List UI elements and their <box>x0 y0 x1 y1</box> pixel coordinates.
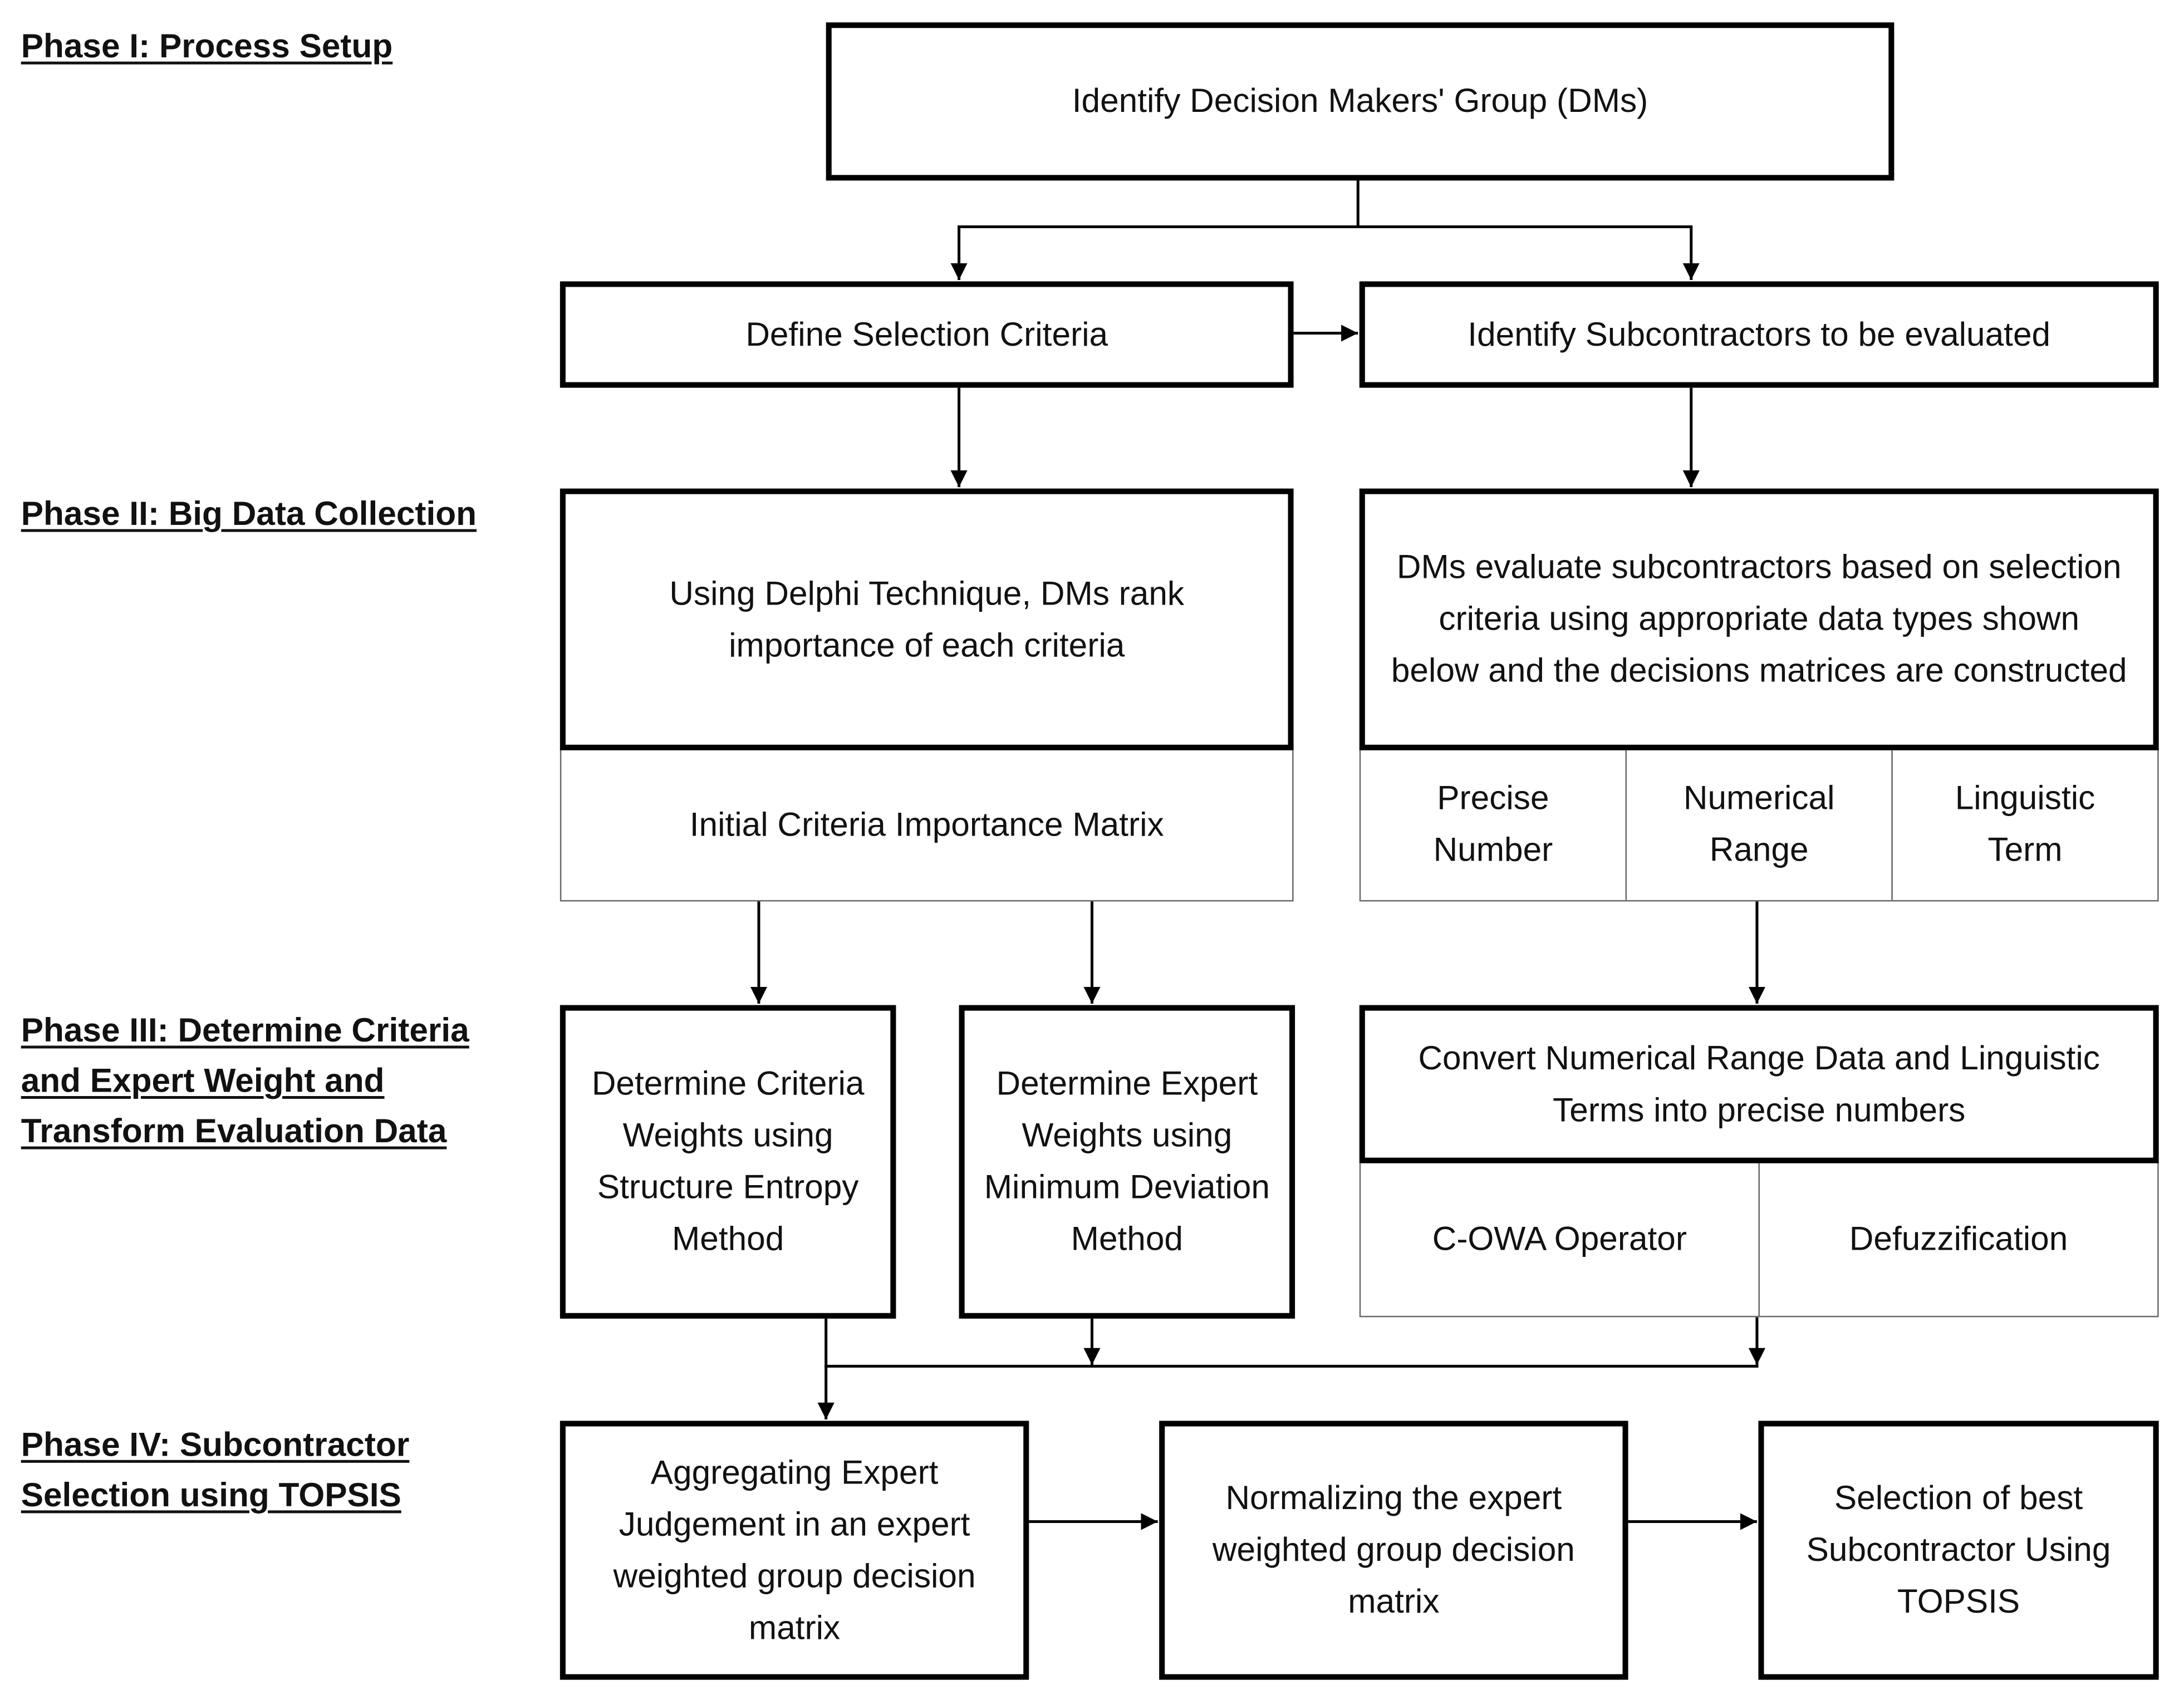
box-text-line: Subcontractor Using <box>1806 1531 2111 1569</box>
box-text-line: Terms into precise numbers <box>1553 1091 1966 1129</box>
box-text-line: matrix <box>748 1609 841 1647</box>
box-text-line: Range <box>1709 831 1809 869</box>
box-text-line: Identify Decision Makers' Group (DMs) <box>1072 82 1648 121</box>
box-text-line: Using Delphi Technique, DMs rank <box>669 574 1185 613</box>
initial-matrix-box: Initial Criteria Importance Matrix <box>560 747 1294 902</box>
box-text-line: importance of each criteria <box>729 626 1125 665</box>
box-text-line: Precise <box>1437 779 1549 818</box>
box-text-line: Normalizing the expert <box>1225 1480 1562 1517</box>
box-text-line: Method <box>1071 1220 1183 1259</box>
phase-2-line: Phase II: Big Data Collection <box>21 495 477 534</box>
box-text-line: below and the decisions matrices are con… <box>1391 652 2127 690</box>
define-criteria-box: Define Selection Criteria <box>560 281 1294 388</box>
box-text-line: TOPSIS <box>1897 1583 2020 1622</box>
criteria-weights-box: Determine Criteria Weights using Structu… <box>560 1005 896 1319</box>
box-text-line: matrix <box>1348 1583 1440 1622</box>
phase-4-label: Phase IV: Subcontractor Selection using … <box>21 1421 410 1521</box>
box-text-line: Initial Criteria Importance Matrix <box>689 805 1164 844</box>
phase-1-label: Phase I: Process Setup <box>21 22 393 73</box>
identify-subcontractors-box: Identify Subcontractors to be evaluated <box>1359 281 2159 388</box>
phase-3-line: Transform Evaluation Data <box>21 1113 447 1151</box>
box-text-line: Identify Subcontractors to be evaluated <box>1468 316 2051 353</box>
phase-3-label: Phase III: Determine Criteria and Expert… <box>21 1006 469 1158</box>
box-text-line: DMs evaluate subcontractors based on sel… <box>1396 548 2122 587</box>
phase-4-line: Phase IV: Subcontractor <box>21 1426 410 1465</box>
expert-weights-box: Determine Expert Weights using Minimum D… <box>959 1005 1295 1319</box>
box-text-line: Define Selection Criteria <box>745 316 1108 353</box>
box-text-line: Determine Expert <box>996 1065 1258 1103</box>
c-owa-operator-cell: C-OWA Operator <box>1359 1162 1760 1318</box>
box-text-line: C-OWA Operator <box>1432 1220 1687 1259</box>
box-text-line: Aggregating Expert <box>650 1453 939 1492</box>
phase-3-line: and Expert Weight and <box>21 1062 385 1100</box>
box-text-line: Judgement in an expert <box>619 1505 970 1544</box>
linguistic-term-cell: Linguistic Term <box>1891 747 2159 902</box>
box-text-line: Defuzzification <box>1849 1220 2068 1259</box>
box-text-line: Method <box>671 1220 784 1259</box>
phase-2-label: Phase II: Big Data Collection <box>21 490 477 541</box>
box-text-line: Number <box>1433 831 1553 869</box>
phase-1-line: Phase I: Process Setup <box>21 28 393 66</box>
box-text-line: Minimum Deviation <box>984 1168 1270 1207</box>
delphi-box: Using Delphi Technique, DMs rank importa… <box>560 488 1294 750</box>
aggregate-box: Aggregating Expert Judgement in an exper… <box>560 1421 1029 1680</box>
defuzzification-cell: Defuzzification <box>1758 1162 2159 1318</box>
dms-evaluate-box: DMs evaluate subcontractors based on sel… <box>1359 488 2159 750</box>
phase-3-line: Phase III: Determine Criteria <box>21 1012 469 1050</box>
box-text-line: Determine Criteria <box>591 1065 865 1103</box>
box-text-line: Convert Numerical Range Data and Linguis… <box>1418 1039 2100 1078</box>
box-text-line: criteria using appropriate data types sh… <box>1439 600 2080 638</box>
box-text-line: Structure Entropy <box>597 1168 859 1207</box>
precise-number-cell: Precise Number <box>1359 747 1627 902</box>
box-text-line: Term <box>1987 831 2063 869</box>
box-text-line: weighted group decision <box>613 1557 976 1595</box>
identify-dms-box: Identify Decision Makers' Group (DMs) <box>826 22 1895 181</box>
box-text-line: Weights using <box>622 1117 833 1155</box>
box-text-line: weighted group decision <box>1212 1531 1575 1569</box>
box-text-line: Weights using <box>1022 1117 1233 1155</box>
numerical-range-cell: Numerical Range <box>1625 747 1893 902</box>
phase-4-line: Selection using TOPSIS <box>21 1477 401 1515</box>
box-text-line: Linguistic <box>1955 779 2095 818</box>
convert-box: Convert Numerical Range Data and Linguis… <box>1359 1005 2159 1163</box>
box-text-line: Numerical <box>1683 779 1835 818</box>
box-text-line: Selection of best <box>1834 1480 2083 1517</box>
select-box: Selection of best Subcontractor Using TO… <box>1758 1421 2159 1680</box>
normalize-box: Normalizing the expert weighted group de… <box>1159 1421 1628 1680</box>
